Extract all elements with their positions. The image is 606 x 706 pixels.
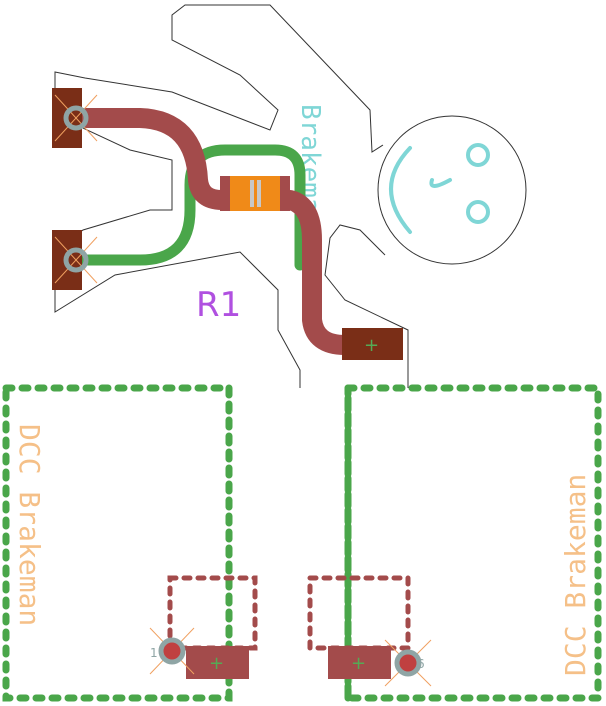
via-lower-2 — [384, 639, 432, 687]
smd-pads-lower: + + — [186, 646, 391, 679]
face-nose — [429, 178, 452, 188]
top-copper-traces — [65, 108, 400, 355]
red-trace-left — [65, 108, 295, 210]
red-trace-right — [280, 190, 400, 355]
vias-lower: 1 6 — [149, 627, 432, 687]
right-panel-text: DCC Brakeman — [559, 474, 592, 676]
pad1-number: 1 — [150, 646, 158, 660]
right-panel-outline — [344, 384, 602, 702]
pad2-number: 6 — [417, 657, 425, 671]
outline-head-circle — [377, 115, 527, 265]
via-upper-1 — [54, 94, 98, 142]
vias-upper — [54, 94, 98, 284]
left-panel-outline — [2, 384, 233, 702]
outline-right-body — [324, 224, 409, 388]
face-mouth — [389, 146, 412, 234]
pad-left-lower — [186, 646, 249, 679]
face-eye-bottom — [466, 200, 490, 224]
left-panel-text: DCC Brakeman — [13, 424, 46, 626]
via-lower-1 — [149, 627, 195, 675]
pad-right-lead — [342, 328, 403, 360]
resistor-icon — [220, 176, 290, 211]
part-ref-label: R1 — [196, 285, 241, 325]
pad-right-lower — [328, 646, 391, 679]
plus-marker-right-pad: + — [351, 653, 366, 674]
smiley-face-icon — [389, 143, 490, 234]
plus-marker-left-pad: + — [209, 653, 224, 674]
face-eye-top — [466, 143, 490, 167]
via-upper-2 — [54, 236, 98, 284]
plus-marker-right-lead: + — [364, 335, 379, 356]
